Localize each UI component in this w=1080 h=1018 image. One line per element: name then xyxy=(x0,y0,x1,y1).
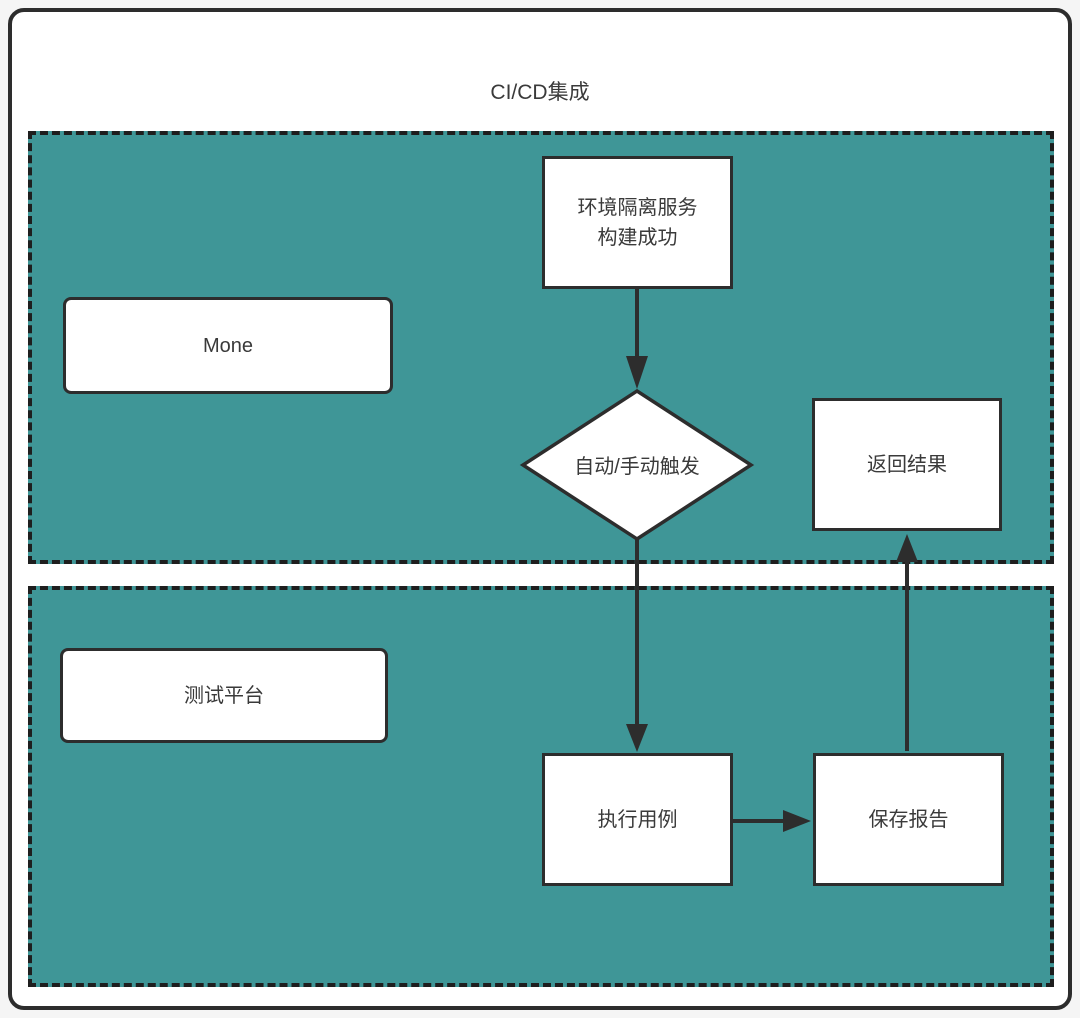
node-build-success-label-line2: 构建成功 xyxy=(597,226,678,249)
diagram-title: CI/CD集成 xyxy=(490,81,590,104)
decision-trigger-label: 自动/手动触发 xyxy=(574,456,700,478)
node-test-platform-label: 测试平台 xyxy=(184,684,264,707)
node-build-success: 环境隔离服务 构建成功 xyxy=(542,156,733,289)
node-lane-label-test-platform: 测试平台 xyxy=(60,648,388,743)
node-execute-cases-label: 执行用例 xyxy=(597,808,678,831)
node-lane-label-mone: Mone xyxy=(63,297,393,394)
node-return-result-label: 返回结果 xyxy=(867,453,947,476)
node-return-result: 返回结果 xyxy=(812,398,1002,531)
node-mone-label: Mone xyxy=(202,334,254,357)
node-save-report-label: 保存报告 xyxy=(868,808,949,831)
node-execute-cases: 执行用例 xyxy=(542,753,733,886)
node-build-success-label-line1: 环境隔离服务 xyxy=(577,196,698,219)
node-save-report: 保存报告 xyxy=(813,753,1004,886)
